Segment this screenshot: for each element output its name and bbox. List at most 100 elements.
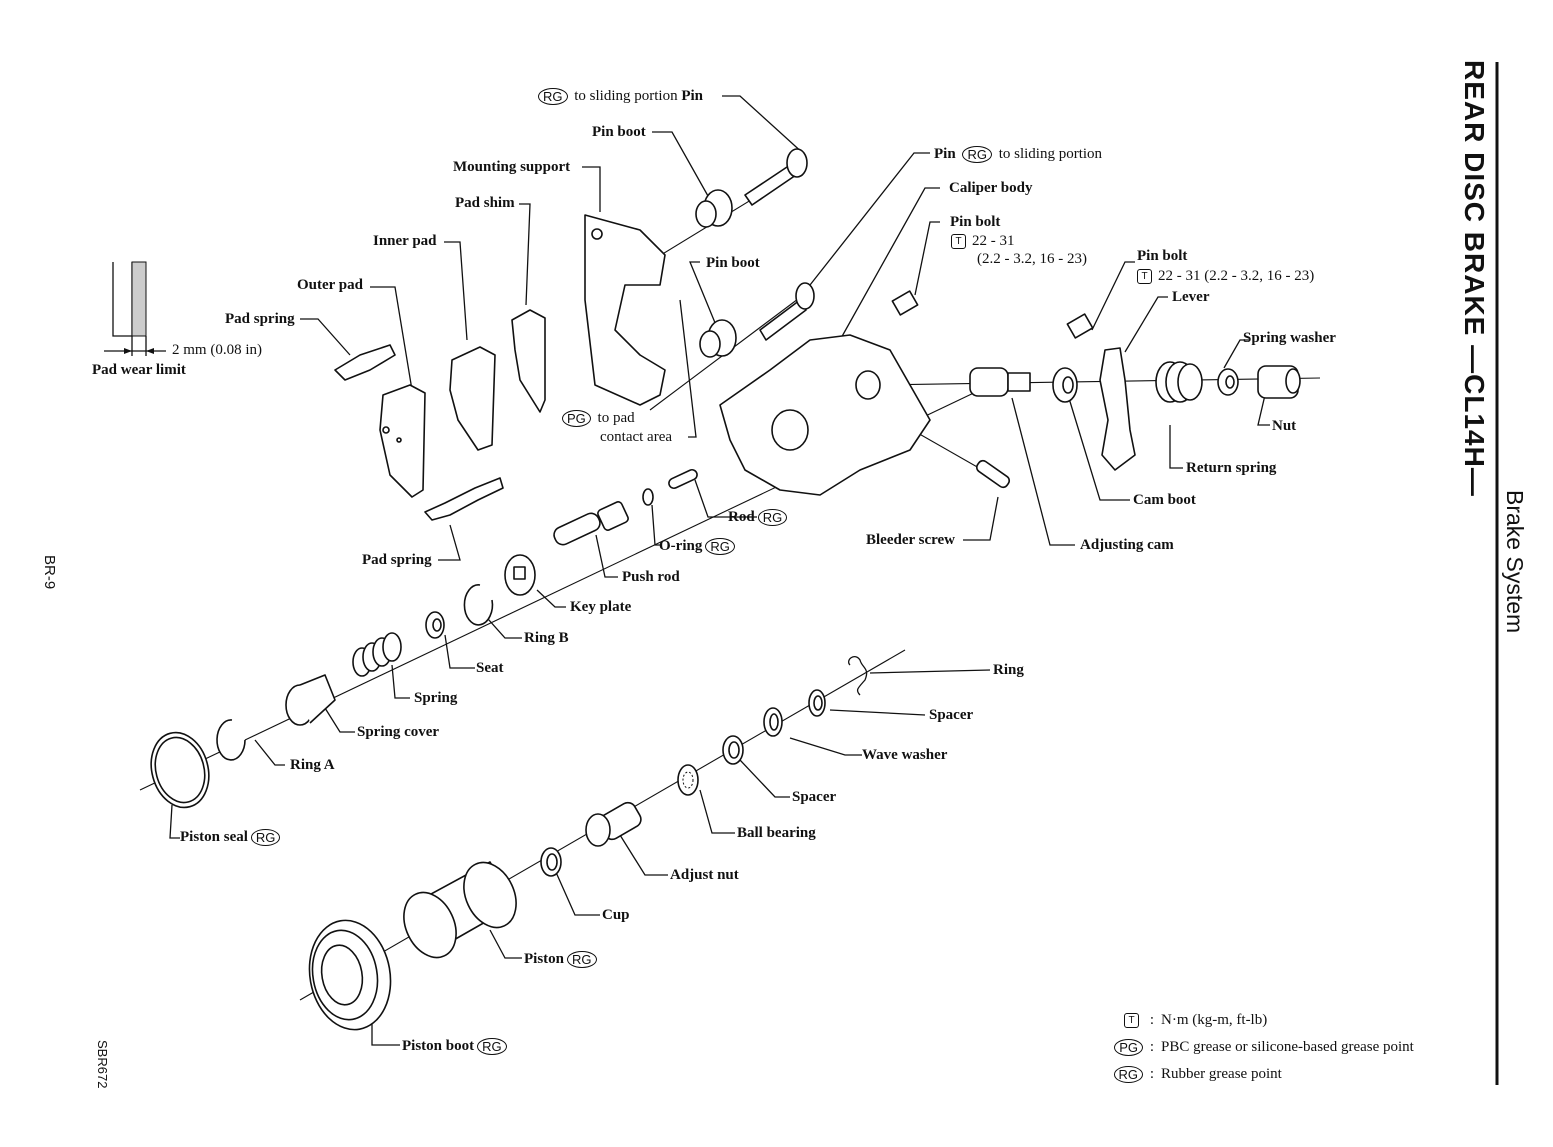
label-pin-boot-mid: Pin boot: [706, 255, 760, 271]
part-cam-boot: [1052, 367, 1078, 403]
legend-row-rg: RG : Rubber grease point: [1095, 1061, 1414, 1088]
legend-text: N·m (kg-m, ft-lb): [1161, 1012, 1268, 1028]
page-title: REAR DISC BRAKE —CL14H—: [1459, 60, 1490, 497]
wear-limit-label: Pad wear limit: [92, 362, 186, 378]
part-outer-pad: [379, 384, 426, 498]
part-bleeder-screw: [975, 459, 1011, 489]
part-spacer-2: [722, 735, 744, 765]
part-lever: [1099, 347, 1136, 471]
part-adjusting-cam: [969, 367, 1031, 397]
leader-lines: [169, 95, 1270, 1046]
label-return-spring: Return spring: [1186, 460, 1277, 476]
torque-icon: T: [951, 234, 966, 250]
label-pin-bolt-1-torque-alt: (2.2 - 3.2, 16 - 23): [977, 251, 1087, 267]
label-pin-bolt-1: Pin bolt: [950, 214, 1001, 230]
label-spring-washer: Spring washer: [1243, 330, 1336, 346]
part-ring-snap: [848, 656, 868, 696]
label-mounting-support: Mounting support: [453, 159, 571, 175]
rg-symbol: RG: [1113, 1066, 1143, 1084]
label-push-rod: Push rod: [622, 569, 680, 585]
rg-symbol: RG: [250, 829, 281, 846]
label-pad-spring-bottom: Pad spring: [362, 552, 432, 568]
part-spring-washer: [1217, 368, 1239, 396]
figure-code: SBR672: [95, 1040, 110, 1089]
label-ring-b: Ring B: [524, 630, 569, 646]
label-outer-pad: Outer pad: [297, 277, 363, 293]
legend-text: Rubber grease point: [1161, 1066, 1282, 1082]
part-inner-pad: [449, 346, 496, 451]
rg-symbol: RG: [962, 146, 992, 163]
part-piston-boot: [308, 919, 392, 1031]
part-adjust-nut: [585, 801, 642, 847]
part-push-rod: [553, 501, 629, 546]
part-piston-seal: [150, 731, 210, 809]
label-lever: Lever: [1172, 289, 1210, 305]
part-mounting-support: [584, 214, 666, 406]
label-wave-washer: Wave washer: [862, 747, 948, 763]
part-pad-spring-top: [334, 344, 396, 381]
part-pad-shim: [511, 309, 546, 413]
pg-symbol: PG: [1114, 1039, 1143, 1057]
torque-icon: T: [1137, 269, 1152, 285]
label-spacer-1: Spacer: [929, 707, 974, 723]
part-piston: [403, 861, 517, 959]
label-seat: Seat: [476, 660, 504, 676]
pad-wear-limit-sketch: [104, 261, 166, 356]
part-pin-boot-mid: [699, 319, 737, 358]
part-spring-cover: [285, 674, 336, 726]
label-ring: Ring: [993, 662, 1024, 678]
part-pin-bolt-1: [891, 290, 919, 316]
part-pin-boot-top: [695, 189, 733, 228]
rg-symbol: RG: [705, 538, 735, 555]
label-pg-contact: PG to pad: [562, 410, 635, 427]
wear-limit-dimension: 2 mm (0.08 in): [172, 342, 262, 358]
label-pg-contact-line2: contact area: [600, 429, 673, 445]
part-rod: [668, 468, 698, 490]
torque-icon: T: [1124, 1013, 1139, 1029]
label-inner-pad: Inner pad: [373, 233, 437, 249]
label-caliper-body: Caliper body: [949, 180, 1033, 196]
label-pad-shim: Pad shim: [455, 195, 515, 211]
part-ring-b: [463, 584, 494, 626]
part-ball-bearing: [677, 764, 699, 796]
part-ring-a: [216, 719, 246, 761]
part-spacer-1: [808, 689, 826, 717]
part-spring: [352, 632, 402, 677]
part-pin-top: [744, 148, 808, 206]
label-adjust-nut: Adjust nut: [670, 867, 739, 883]
label-cam-boot: Cam boot: [1133, 492, 1196, 508]
label-key-plate: Key plate: [570, 599, 632, 615]
part-nut: [1257, 365, 1301, 399]
part-pad-spring-bottom: [424, 477, 504, 521]
label-pin-bolt-2: Pin bolt: [1137, 248, 1188, 264]
legend-row-pg: PG : PBC grease or silicone-based grease…: [1095, 1034, 1414, 1061]
label-spacer-2: Spacer: [792, 789, 837, 805]
label-nut: Nut: [1272, 418, 1297, 434]
legend-row-torque: T : N·m (kg-m, ft-lb): [1095, 1007, 1414, 1034]
part-pin-bolt-2: [1066, 313, 1094, 339]
legend-text: PBC grease or silicone-based grease poin…: [1161, 1039, 1414, 1055]
label-pin-top: RG to sliding portion Pin: [535, 88, 703, 105]
label-ring-a: Ring A: [290, 757, 335, 773]
rg-symbol: RG: [538, 88, 568, 105]
rg-symbol: RG: [477, 1038, 507, 1055]
part-wave-washer: [763, 707, 783, 737]
part-o-ring: [642, 488, 654, 506]
label-spring-cover: Spring cover: [357, 724, 440, 740]
page-number: BR-9: [41, 555, 58, 590]
symbol-legend: T : N·m (kg-m, ft-lb) PG : PBC grease or…: [1095, 1007, 1414, 1088]
rg-symbol: RG: [567, 951, 597, 968]
rg-symbol: RG: [757, 509, 788, 526]
part-pin-right: [759, 282, 815, 341]
pg-symbol: PG: [562, 410, 591, 427]
label-cup: Cup: [602, 907, 630, 923]
